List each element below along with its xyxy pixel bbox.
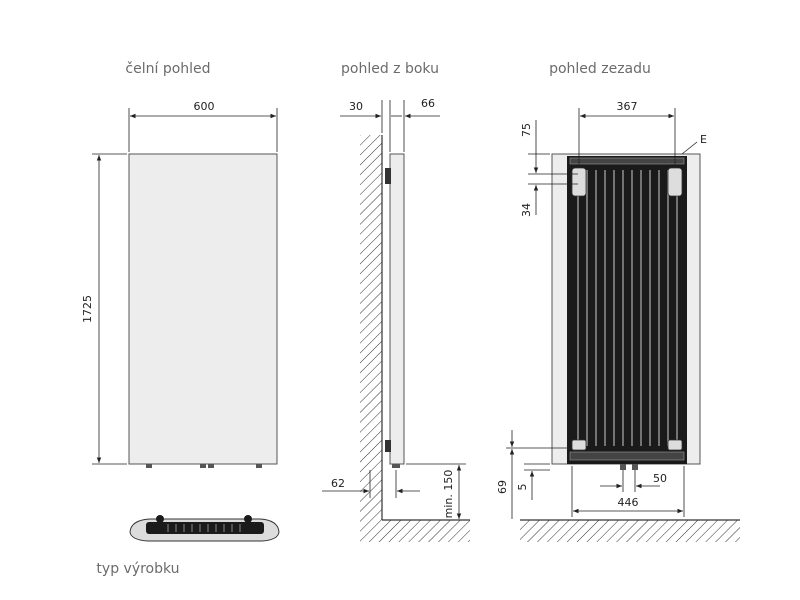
side-floor-hatch xyxy=(360,520,470,542)
rear-floor-hatch xyxy=(520,520,740,542)
side-bracket-top xyxy=(385,168,391,184)
rear-heat-block xyxy=(567,156,687,464)
rear-dim-34-label: 34 xyxy=(520,203,533,217)
rear-lower-bracket-left xyxy=(571,439,587,451)
side-panel xyxy=(389,153,405,465)
side-view-title: pohled z boku xyxy=(341,61,439,77)
rear-view: pohled zezadu 367 xyxy=(496,61,740,542)
side-dim-min-label: min. 150 xyxy=(442,470,455,519)
rear-bottom-collector xyxy=(569,451,685,461)
side-wall-hatch xyxy=(360,135,382,520)
front-foot-left xyxy=(146,464,152,468)
rear-dim-50-label: 50 xyxy=(653,472,667,485)
rear-lower-bracket-right xyxy=(667,439,683,451)
front-width-label: 600 xyxy=(194,100,215,113)
rear-bracket-right xyxy=(667,167,683,197)
rear-top-collector xyxy=(569,157,685,165)
rear-dim-367-label: 367 xyxy=(617,100,638,113)
front-view-title: čelní pohled xyxy=(125,61,210,77)
rear-dim-75-label: 75 xyxy=(520,123,533,137)
side-dim-66-label: 66 xyxy=(421,97,435,110)
product-type-view: typ výrobku xyxy=(96,515,280,577)
top-view-fins xyxy=(167,524,241,532)
product-type-label: typ výrobku xyxy=(96,561,179,577)
rear-connection-left xyxy=(620,464,626,470)
rear-view-title: pohled zezadu xyxy=(549,61,651,77)
rear-bracket-left xyxy=(571,167,587,197)
top-view-bracket-left xyxy=(156,515,164,523)
front-valve-right xyxy=(208,464,214,468)
rear-dim-5-label: 5 xyxy=(516,484,529,491)
front-valve-left xyxy=(200,464,206,468)
front-foot-right xyxy=(256,464,262,468)
rear-fins xyxy=(577,170,678,446)
front-panel xyxy=(128,153,278,465)
rear-dim-446-label: 446 xyxy=(618,496,639,509)
side-dim-62-label: 62 xyxy=(331,477,345,490)
rear-e-leader xyxy=(681,141,698,155)
side-view: pohled z boku 30 66 62 min. 150 xyxy=(322,61,470,542)
top-view-core xyxy=(146,522,264,534)
top-view-bracket-right xyxy=(244,515,252,523)
rear-dim-69-label: 69 xyxy=(496,480,509,494)
side-dim-30-label: 30 xyxy=(349,100,363,113)
front-view: čelní pohled 600 1725 xyxy=(81,61,278,468)
front-height-label: 1725 xyxy=(81,295,94,323)
side-bracket-bottom xyxy=(385,440,391,452)
side-valve xyxy=(392,464,400,468)
rear-connection-right xyxy=(632,464,638,470)
rear-e-label: E xyxy=(700,133,707,146)
